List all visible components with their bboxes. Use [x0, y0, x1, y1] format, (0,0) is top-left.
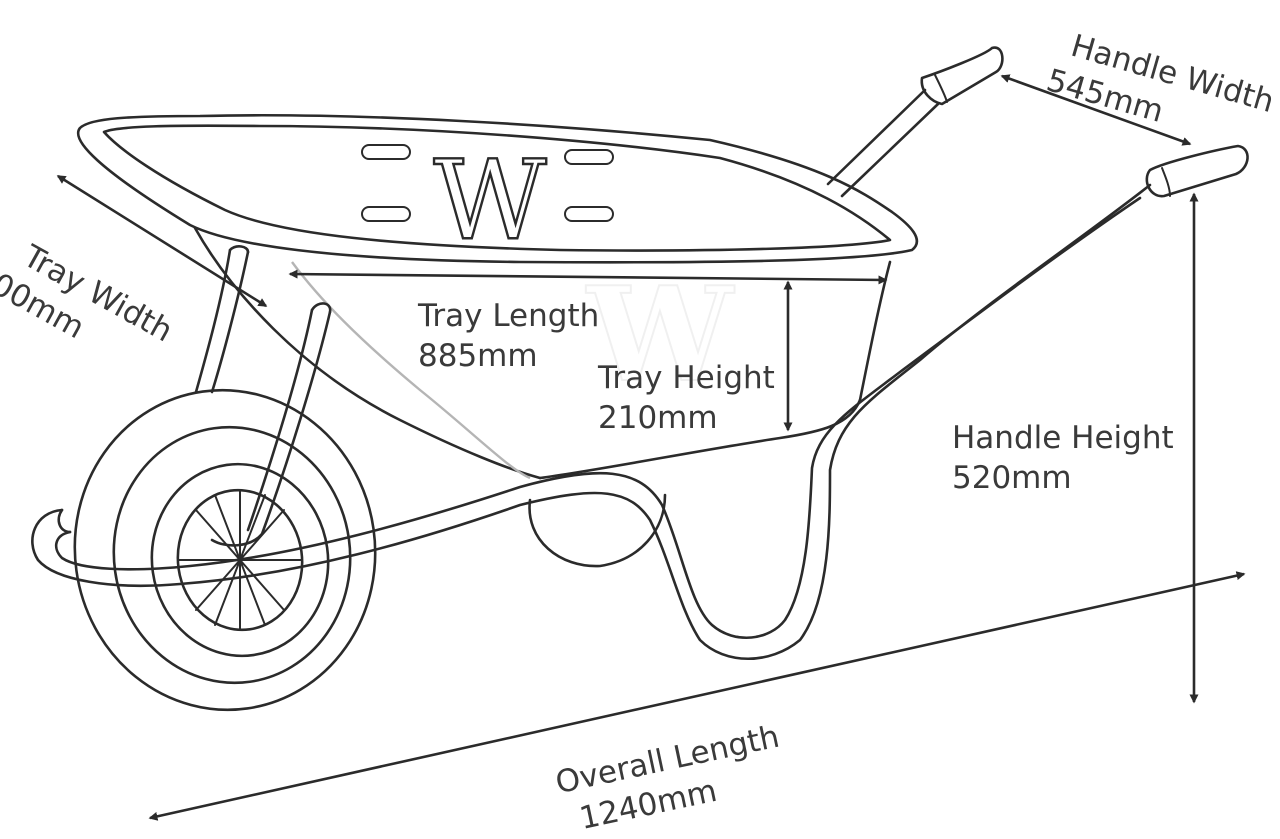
- handle-height-label: Handle Height 520mm: [952, 418, 1174, 498]
- tray-length-name: Tray Length: [418, 298, 600, 334]
- tray-length-arrow: [288, 269, 888, 285]
- tray-w-letter: W: [433, 136, 546, 264]
- dimension-arrows: [56, 74, 1246, 821]
- overall-length-arrow: [148, 571, 1246, 821]
- tray-height-label: Tray Height 210mm: [598, 358, 775, 438]
- tray-length-value: 885mm: [418, 338, 538, 374]
- wheel: [73, 388, 377, 712]
- tray-width-arrow: [56, 174, 268, 308]
- right-handle: [826, 46, 1004, 198]
- tray-height-name: Tray Height: [598, 360, 775, 396]
- handle-height-name: Handle Height: [952, 420, 1174, 456]
- tray-w-logo: W: [361, 135, 614, 265]
- tray-height-value: 210mm: [598, 400, 718, 436]
- handle-width-arrow: [1000, 74, 1192, 146]
- tray-length-label: Tray Length 885mm: [418, 296, 599, 376]
- handle-height-value: 520mm: [952, 460, 1072, 496]
